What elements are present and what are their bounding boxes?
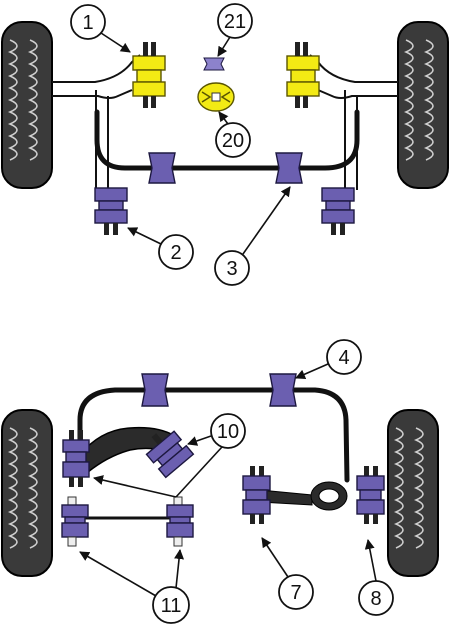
rear-right-wheel xyxy=(387,409,439,577)
front-lower-bush-right xyxy=(321,187,355,235)
callout-2: 2 xyxy=(127,227,194,270)
callout-3: 3 xyxy=(214,186,291,286)
front-anti-roll-bar-bush-right xyxy=(275,152,303,184)
rear-anti-roll-bar-bush-right xyxy=(269,373,297,407)
lower-link-bush-right xyxy=(166,496,194,547)
yellow-wishbone-bush-right xyxy=(286,42,320,108)
svg-text:10: 10 xyxy=(217,421,239,443)
front-assembly: 1 21 20 2 3 xyxy=(1,3,449,286)
svg-text:8: 8 xyxy=(370,588,381,610)
svg-text:1: 1 xyxy=(82,12,93,34)
rear-anti-roll-bar xyxy=(77,387,350,483)
lower-link-bush-left xyxy=(61,496,89,547)
front-left-wheel xyxy=(1,21,53,189)
yellow-round-mount xyxy=(197,82,235,112)
callout-10: 10 xyxy=(93,413,246,498)
svg-text:21: 21 xyxy=(224,11,246,33)
svg-text:4: 4 xyxy=(338,347,349,369)
front-right-wishbone xyxy=(309,54,398,99)
callout-20: 20 xyxy=(215,111,251,158)
callout-4: 4 xyxy=(295,339,362,379)
front-anti-roll-bar xyxy=(94,109,360,171)
front-right-wheel xyxy=(397,21,449,189)
rear-anti-roll-bar-bush-left xyxy=(141,373,169,407)
callout-1: 1 xyxy=(70,4,131,53)
svg-text:7: 7 xyxy=(290,582,301,604)
trailing-arm-hub-bush xyxy=(62,430,90,487)
svg-text:2: 2 xyxy=(170,242,181,264)
svg-text:20: 20 xyxy=(222,130,244,152)
callout-8: 8 xyxy=(358,539,394,616)
callout-11: 11 xyxy=(79,549,190,624)
rear-tie-bar xyxy=(259,481,348,511)
svg-text:3: 3 xyxy=(226,258,237,280)
callout-21: 21 xyxy=(217,3,253,57)
tie-bar-outer-bush xyxy=(356,466,385,524)
yellow-wishbone-bush-left xyxy=(132,42,166,108)
front-lower-bush-left xyxy=(94,187,128,235)
trailing-arm-front-bush xyxy=(145,430,195,479)
rear-left-wheel xyxy=(1,409,53,577)
tie-bar-inner-bush xyxy=(242,466,271,524)
svg-text:11: 11 xyxy=(161,595,182,617)
front-anti-roll-bar-bush-left xyxy=(148,152,176,184)
small-insert-bush xyxy=(203,57,225,71)
callout-7: 7 xyxy=(261,537,314,610)
rear-assembly: 4 10 7 8 11 xyxy=(1,339,439,624)
